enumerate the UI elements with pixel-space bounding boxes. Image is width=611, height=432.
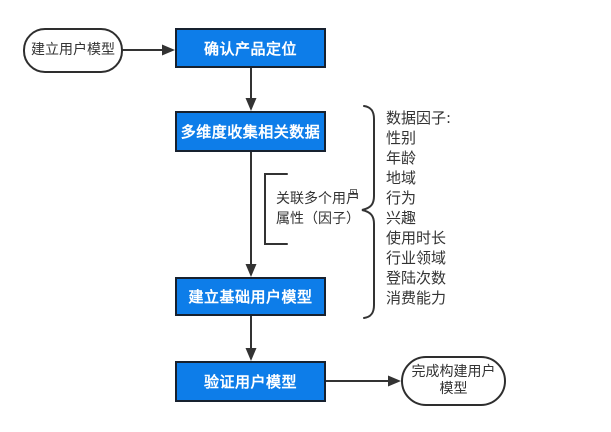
- factor-note-line2: 属性（因子）: [276, 211, 360, 227]
- node-step1[interactable]: 确认产品定位: [175, 28, 326, 68]
- curly-brace: [361, 105, 375, 319]
- data-factor-item: 兴趣: [386, 209, 417, 227]
- data-factor-item: 年龄: [386, 149, 417, 167]
- data-factor-item: 行为: [386, 189, 417, 207]
- node-step3[interactable]: 建立基础用户模型: [175, 277, 326, 316]
- factor-note-line1: 关联多个用户: [276, 191, 360, 207]
- data-factor-item: 登陆次数: [386, 269, 447, 287]
- node-step2-label: 多维度收集相关数据: [180, 123, 321, 141]
- data-factor-item: 地域: [386, 169, 417, 187]
- node-start-label: 建立用户模型: [31, 42, 115, 58]
- arrowhead-step4-to-end: [388, 375, 401, 387]
- data-factors-title: 数据因子:: [386, 109, 452, 127]
- node-end[interactable]: 完成构建用户 模型: [401, 356, 506, 406]
- node-step3-label: 建立基础用户模型: [188, 288, 313, 306]
- data-factors-list: 数据因子: 性别 年龄 地域 行为 兴趣 使用时长 行业领域 登陆次数 消费能力: [386, 108, 451, 308]
- connector-handle: [350, 189, 357, 195]
- factor-note: 关联多个用户 属性（因子）: [276, 189, 360, 229]
- node-step4-label: 验证用户模型: [203, 373, 297, 391]
- data-factor-item: 使用时长: [386, 229, 447, 247]
- node-step2[interactable]: 多维度收集相关数据: [175, 111, 326, 152]
- arrowhead-step3-to-step4: [245, 348, 257, 361]
- arrowhead-start-to-step1: [162, 44, 175, 56]
- data-factor-item: 行业领域: [386, 249, 447, 267]
- arrowhead-step1-to-step2: [245, 98, 257, 111]
- node-step1-label: 确认产品定位: [203, 39, 297, 58]
- square-bracket: [264, 173, 288, 245]
- node-end-label-line1: 完成构建用户: [411, 364, 496, 380]
- arrowhead-step2-to-step3: [245, 264, 257, 277]
- node-start[interactable]: 建立用户模型: [23, 28, 123, 73]
- node-step4[interactable]: 验证用户模型: [175, 361, 326, 402]
- data-factor-item: 消费能力: [386, 289, 447, 307]
- node-end-label-line2: 模型: [439, 381, 468, 397]
- data-factor-item: 性别: [386, 129, 417, 147]
